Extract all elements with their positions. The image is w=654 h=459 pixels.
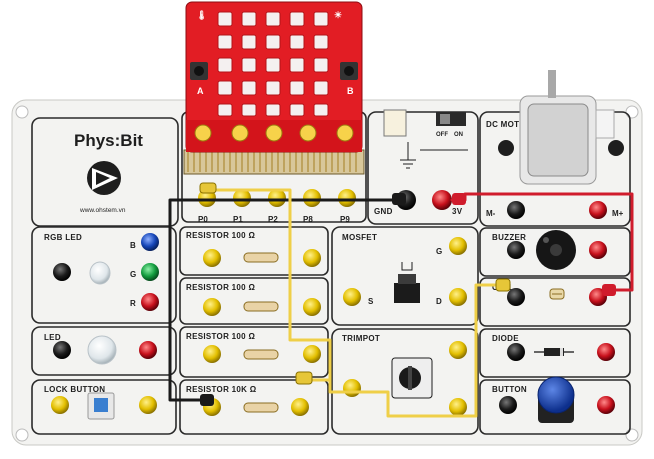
motor-pin-minus: M-: [486, 209, 496, 218]
pin-label-p0: P0: [198, 215, 208, 224]
buzzer-title: BUZZER: [492, 233, 526, 242]
trimpot-panel: [331, 328, 479, 435]
resistor1-panel: [179, 226, 329, 276]
mosfet-panel: [331, 226, 479, 326]
jack-lock-1: [51, 396, 69, 414]
jack-lock-2: [139, 396, 157, 414]
led-title: LED: [44, 333, 61, 342]
cell-panel: [479, 277, 631, 327]
lock-button-icon[interactable]: [87, 392, 115, 420]
pin-label-p9: P9: [340, 215, 350, 224]
jack-p2: [268, 189, 286, 207]
trimpot-icon[interactable]: [391, 357, 433, 399]
microbit-label-b: B: [347, 86, 354, 96]
pin-label-p8: P8: [303, 215, 313, 224]
trimpot-title: TRIMPOT: [342, 334, 380, 343]
jst-connector: [383, 109, 407, 137]
switch-on-label: ON: [454, 132, 463, 138]
push-button-icon[interactable]: [537, 376, 575, 423]
ohstem-logo-icon: [87, 161, 121, 195]
pin-label-p1: P1: [233, 215, 243, 224]
plug-heads: [199, 182, 616, 406]
button-title: BUTTON: [492, 385, 527, 394]
dc-motor-title: DC MOTOR: [486, 120, 532, 129]
mosfet-pin-g: G: [436, 247, 442, 256]
diode-title: DIODE: [492, 334, 519, 343]
logo-panel: [31, 117, 179, 227]
resistor4-panel: [179, 379, 329, 435]
gnd-label: GND: [374, 207, 393, 216]
mosfet-title: MOSFET: [342, 233, 377, 242]
microbit: 🌡 ☀ A B: [185, 1, 363, 153]
mosfet-pin-s: S: [368, 297, 374, 306]
motor-pin-plus: M+: [612, 209, 624, 218]
jack-led-plus: [139, 341, 157, 359]
v3-label: 3V: [452, 207, 463, 216]
pin-label-p2: P2: [268, 215, 278, 224]
led-panel: [31, 326, 177, 376]
jack-3v: [432, 190, 452, 210]
power-panel: [367, 111, 479, 225]
buzzer-icon: [536, 230, 576, 270]
jack-rgb-b: [141, 233, 159, 251]
rgb-pin-g: G: [130, 270, 136, 279]
mosfet-icon: [394, 262, 420, 303]
rgb-pin-b: B: [130, 241, 136, 250]
light-sensor-icon: [549, 288, 565, 300]
switch-off-label: OFF: [436, 132, 448, 138]
jack-rgb-g: [141, 263, 159, 281]
svg-text:🌡: 🌡: [196, 10, 207, 20]
jack-p1: [233, 189, 251, 207]
website-text: www.ohstem.vn: [79, 207, 126, 214]
lock-button-panel: [31, 379, 177, 435]
jack-p8: [303, 189, 321, 207]
wire-yellow-b: [328, 283, 508, 418]
jack-p9: [338, 189, 356, 207]
svg-text:☀: ☀: [334, 10, 342, 20]
resistor1-title: RESISTOR 100 Ω: [186, 231, 255, 240]
resistor4-title: RESISTOR 10K Ω: [186, 385, 257, 394]
rgb-led-panel: [31, 226, 177, 324]
diode-icon: [534, 348, 574, 356]
buzzer-panel: [479, 227, 631, 277]
led-bulb-icon: [87, 335, 117, 365]
wire-yellow-a: [208, 188, 332, 382]
rgb-led-title: RGB LED: [44, 233, 82, 242]
rgb-pin-r: R: [130, 299, 136, 308]
jack-rgb-r: [141, 293, 159, 311]
mosfet-pin-d: D: [436, 297, 442, 306]
dc-motor-icon: [498, 70, 624, 185]
wire-black: [168, 198, 398, 402]
resistor3-panel: [179, 326, 329, 378]
jack-rgb-common: [53, 263, 71, 281]
led-matrix: [217, 11, 329, 117]
rgb-led-bulb-icon: [89, 261, 111, 285]
resistor3-title: RESISTOR 100 Ω: [186, 332, 255, 341]
edge-connector: [183, 149, 365, 175]
brand-title: Phys:Bit: [74, 131, 143, 150]
resistor-icons: [243, 252, 279, 413]
jack-led-minus: [53, 341, 71, 359]
lock-button-title: LOCK BUTTON: [44, 385, 105, 394]
resistor2-title: RESISTOR 100 Ω: [186, 283, 255, 292]
resistor2-panel: [179, 277, 329, 325]
microbit-label-a: A: [197, 86, 204, 96]
